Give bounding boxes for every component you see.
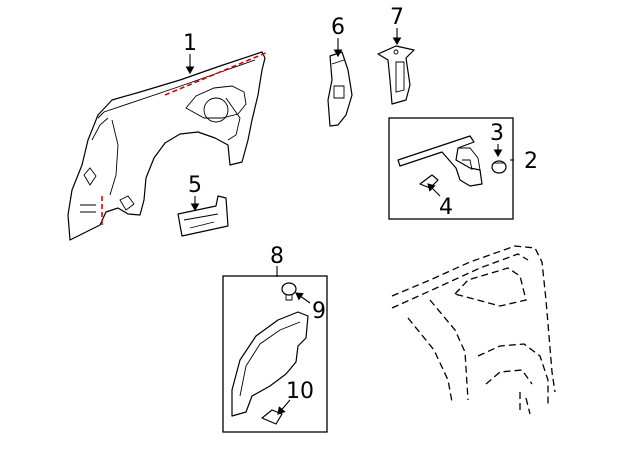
vehicle-location-outline	[391, 245, 556, 415]
leader-4	[427, 183, 441, 197]
callout-10: 10	[286, 379, 314, 404]
part-3-clip[interactable]	[491, 160, 507, 174]
callout-2: 2	[524, 149, 538, 174]
part-5-bracket[interactable]	[177, 195, 229, 237]
callout-6: 6	[331, 15, 345, 40]
callout-7: 7	[390, 5, 404, 30]
callout-8: 8	[270, 244, 284, 269]
part-2-detail-box	[388, 117, 514, 220]
callout-9: 9	[312, 299, 326, 324]
leader-10	[277, 399, 291, 415]
part-6-reinforcement[interactable]	[327, 51, 353, 127]
leader-9	[295, 292, 311, 304]
part-1-inner-quarter-panel[interactable]	[67, 51, 266, 241]
callout-4: 4	[439, 195, 453, 220]
part-4-fastener[interactable]	[419, 174, 439, 189]
callout-3: 3	[490, 121, 504, 146]
part-2-extension-assembly[interactable]	[397, 135, 483, 187]
cut-line-upper	[164, 51, 269, 96]
part-7-pillar-bracket[interactable]	[377, 45, 415, 105]
callout-1: 1	[183, 31, 197, 56]
part-8-wheelhouse-liner[interactable]	[231, 311, 309, 417]
part-9-retainer[interactable]	[281, 282, 297, 301]
callout-5: 5	[188, 173, 202, 198]
part-8-detail-box	[222, 275, 328, 433]
